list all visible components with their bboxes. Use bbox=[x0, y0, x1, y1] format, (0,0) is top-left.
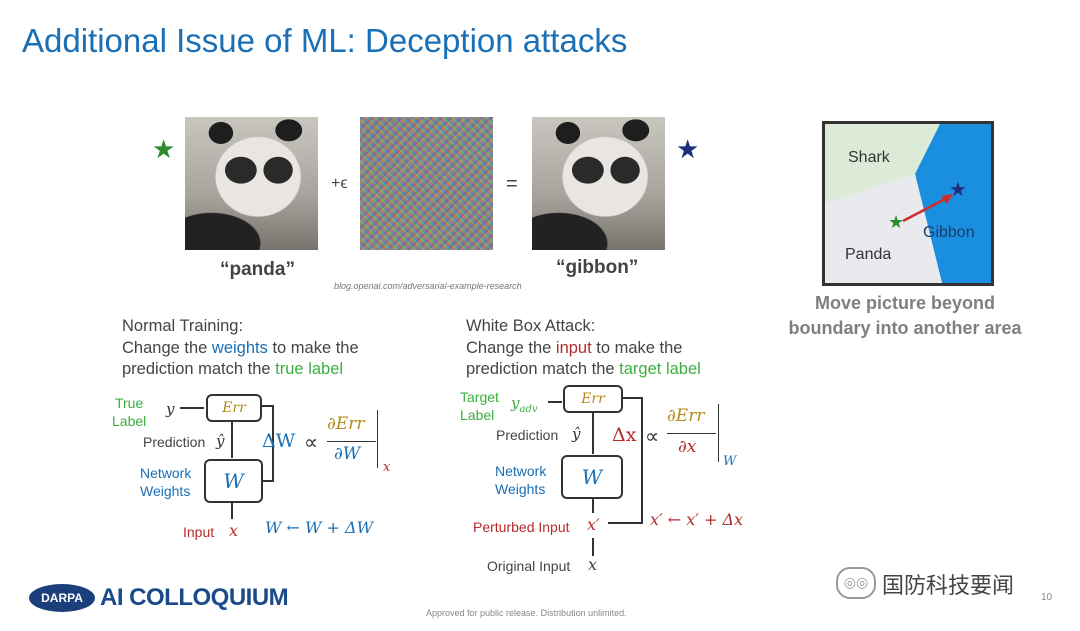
wb-w-box: W bbox=[561, 455, 623, 499]
wb-err-box: Err bbox=[563, 385, 623, 413]
wb-feedback-right bbox=[641, 397, 643, 524]
wb-fraction-bar bbox=[667, 433, 716, 434]
green-star-icon: ★ bbox=[152, 134, 176, 164]
gradient-numerator: ∂Err bbox=[327, 414, 365, 434]
blue-star-icon: ★ bbox=[676, 134, 700, 164]
normal-heading-line2: Change the weights to make the bbox=[122, 338, 359, 357]
wb-gradient-numerator: ∂Err bbox=[667, 406, 705, 426]
map-caption-line2: boundary into another area bbox=[788, 318, 1022, 338]
wb-feedback-top bbox=[621, 397, 643, 399]
delta-x-symbol: Δx bbox=[612, 424, 637, 446]
wb-eval-subscript: W bbox=[723, 454, 737, 469]
err-box: Err bbox=[206, 394, 262, 422]
footer-note: Approved for public release. Distributio… bbox=[426, 608, 627, 618]
map-green-star-icon: ★ bbox=[888, 212, 905, 232]
feedback-top bbox=[260, 405, 274, 407]
wechat-icon: ◎◎ bbox=[836, 567, 876, 599]
wb-prediction-label: Prediction bbox=[496, 427, 559, 443]
page-number: 10 bbox=[1041, 592, 1053, 603]
whitebox-heading-line3: prediction match the target label bbox=[466, 360, 701, 378]
ai-colloquium-logo: AI COLLOQUIUM bbox=[100, 584, 289, 611]
source-link[interactable]: blog.openai.com/adversarial-example-rese… bbox=[334, 281, 522, 291]
panda-image bbox=[185, 117, 318, 250]
whitebox-heading-line1: White Box Attack: bbox=[466, 317, 596, 335]
whitebox-heading-line2: Change the input to make the bbox=[466, 338, 683, 357]
move-arrow bbox=[902, 196, 948, 223]
gibbon-label: Gibbon bbox=[923, 224, 975, 241]
wb-gradient-denominator: ∂x bbox=[678, 437, 697, 457]
normal-heading-line3: prediction match the true label bbox=[122, 360, 344, 378]
equals-operator: = bbox=[506, 173, 518, 195]
input-x-symbol: x bbox=[229, 521, 239, 540]
map-blue-star-icon: ★ bbox=[949, 179, 967, 201]
watermark-text: 国防科技要闻 bbox=[882, 573, 1015, 598]
prop-symbol: ∝ bbox=[304, 432, 319, 454]
gibbon-caption: “gibbon” bbox=[556, 257, 639, 278]
decision-boundary-map: Shark Gibbon Panda ★ ★ bbox=[822, 121, 994, 286]
wb-input-arrow bbox=[592, 497, 594, 513]
yadv-symbol: yadv bbox=[511, 394, 538, 415]
original-input-label: Original Input bbox=[487, 558, 571, 574]
shark-region bbox=[825, 124, 940, 204]
xprime-symbol: x′ bbox=[587, 515, 600, 534]
wb-eval-bar bbox=[718, 404, 719, 462]
eval-subscript: x bbox=[383, 460, 391, 475]
map-regions bbox=[825, 124, 991, 283]
input-label: Input bbox=[183, 524, 215, 540]
whitebox-heading: White Box Attack: Change the input to ma… bbox=[466, 316, 701, 381]
panda-caption: “panda” bbox=[220, 259, 295, 280]
eval-bar bbox=[377, 410, 378, 468]
gibbon-adversarial-image bbox=[532, 117, 665, 250]
wb-prop-symbol: ∝ bbox=[645, 426, 660, 448]
x-update-rule: x′ ← x′ + Δx bbox=[650, 510, 744, 529]
orig-input-arrow bbox=[592, 538, 594, 556]
feedback-bottom bbox=[261, 480, 274, 482]
normal-training-heading: Normal Training: Change the weights to m… bbox=[122, 316, 359, 381]
w-box: W bbox=[204, 459, 263, 503]
input-arrow bbox=[231, 501, 233, 519]
wb-pred-arrow bbox=[592, 411, 594, 454]
pred-arrow bbox=[231, 420, 233, 458]
map-caption-line1: Move picture beyond bbox=[814, 293, 996, 313]
y-symbol: y bbox=[166, 400, 175, 418]
fraction-bar bbox=[327, 441, 376, 442]
yadv-arrow bbox=[548, 401, 562, 403]
darpa-logo: DARPA bbox=[29, 584, 95, 612]
map-caption: Move picture beyond boundary into anothe… bbox=[770, 291, 1040, 341]
shark-label: Shark bbox=[848, 149, 890, 166]
gibbon-region bbox=[915, 124, 991, 283]
noise-image bbox=[360, 117, 493, 250]
perturbed-input-label: Perturbed Input bbox=[473, 519, 570, 535]
prediction-label: Prediction bbox=[143, 434, 206, 450]
slide-title: Additional Issue of ML: Deception attack… bbox=[22, 22, 628, 59]
panda-label: Panda bbox=[845, 246, 892, 263]
normal-heading-line1: Normal Training: bbox=[122, 317, 244, 335]
w-update-rule: W ← W + ΔW bbox=[265, 518, 374, 537]
feedback-right bbox=[272, 405, 274, 482]
yhat-symbol: ŷ bbox=[216, 432, 225, 450]
y-arrow bbox=[180, 407, 204, 409]
wb-feedback-bottom bbox=[608, 522, 643, 524]
panda-region bbox=[825, 174, 942, 283]
wb-yhat-symbol: ŷ bbox=[572, 425, 581, 443]
plus-epsilon-operator: +ϵ bbox=[331, 175, 348, 192]
original-x-symbol: x bbox=[588, 555, 598, 574]
delta-w-symbol: ΔW bbox=[262, 430, 296, 452]
move-arrowhead bbox=[941, 194, 953, 204]
gradient-denominator: ∂W bbox=[334, 444, 361, 464]
